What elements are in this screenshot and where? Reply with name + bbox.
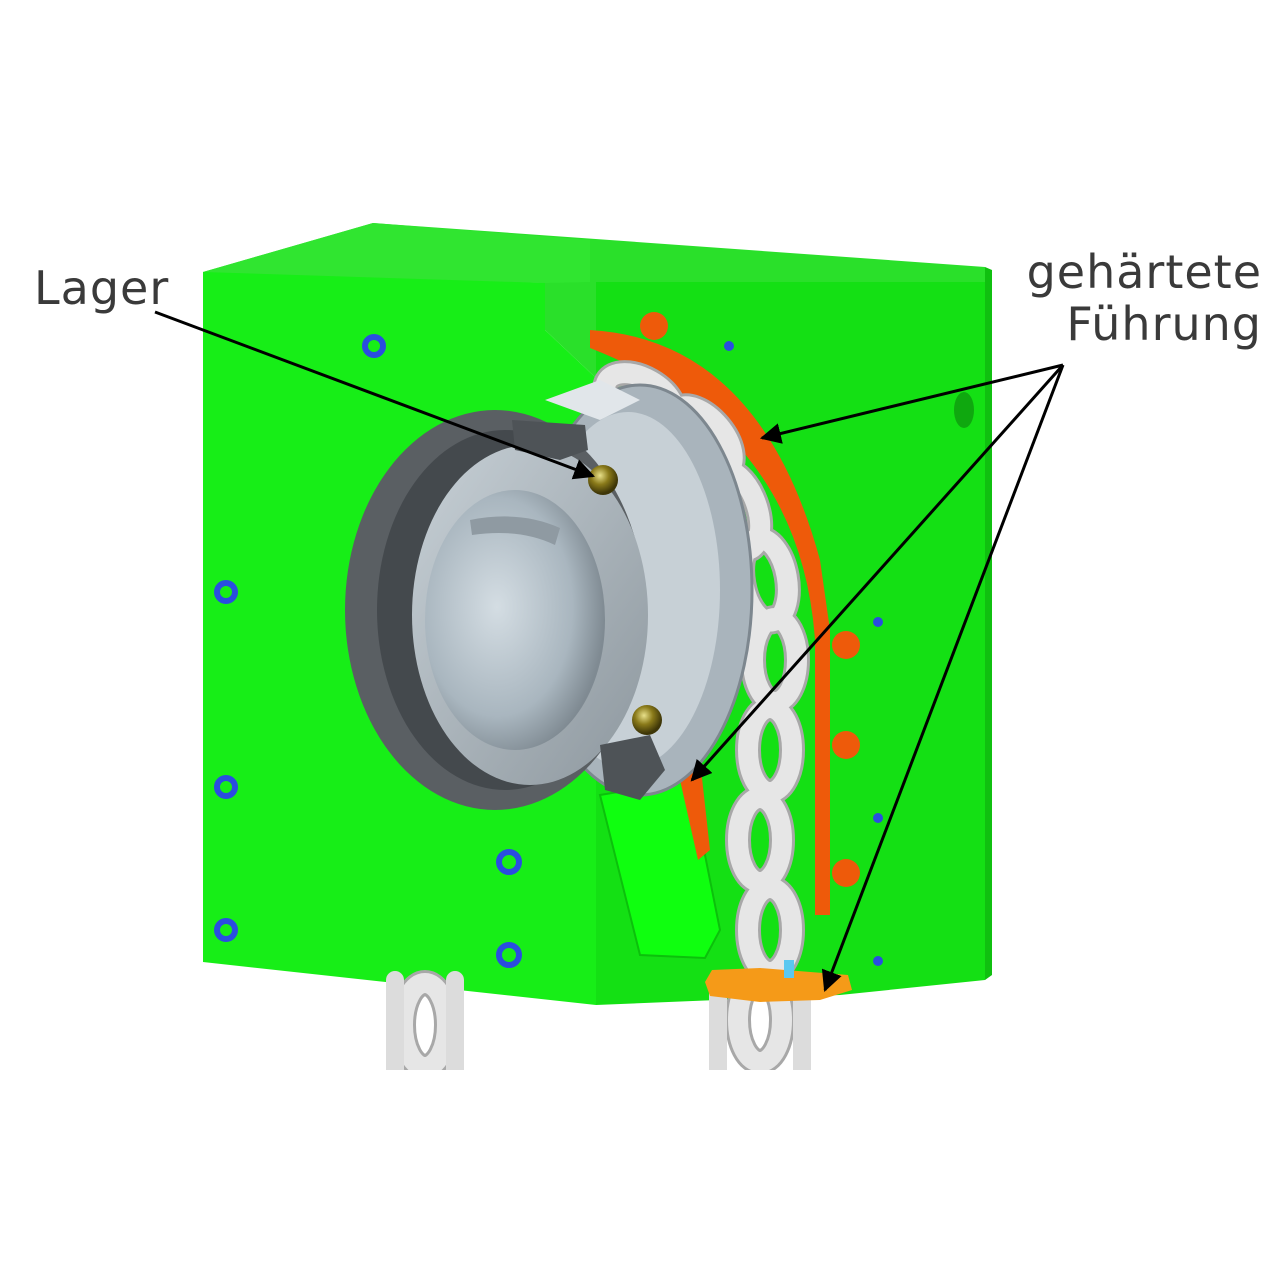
chain-cutoff <box>0 1070 1280 1280</box>
small-screws <box>724 341 883 966</box>
guide-label-line2: Führung <box>1066 297 1262 351</box>
housing-left-top-face <box>203 223 590 283</box>
guide-bottom-plate <box>705 960 852 1002</box>
side-hole <box>954 392 974 428</box>
screw-hole-icon <box>214 918 238 942</box>
guide-label-line1: gehärtete <box>1026 245 1262 299</box>
arrow-guide-bottom <box>821 364 1065 992</box>
clamp-bottom <box>600 735 665 800</box>
screw-hole-icon <box>362 334 386 358</box>
arrow-guide-top <box>759 363 1064 444</box>
screw-icon <box>873 813 883 823</box>
hardened-guide <box>590 312 860 915</box>
arrow-bearing <box>154 310 595 480</box>
bearing-label: Lager <box>34 261 170 315</box>
screw-icon <box>873 956 883 966</box>
bearing-ball-icon <box>632 705 662 735</box>
screw-hole-icon <box>214 580 238 604</box>
screw-hole-icon <box>496 849 522 875</box>
bearing-assembly <box>345 380 754 810</box>
arrows <box>154 310 1065 992</box>
clamp-top <box>512 420 588 460</box>
bore <box>425 490 605 750</box>
arrow-guide-middle <box>690 364 1065 782</box>
screw-hole-icon <box>214 775 238 799</box>
hardened-guide-label: gehärtete Führung <box>1027 246 1262 350</box>
screw-icon <box>873 617 883 627</box>
screw-icon <box>724 341 734 351</box>
screw-hole-icon <box>496 942 522 968</box>
bearing-ball-icon <box>588 465 618 495</box>
housing-right-side <box>985 267 992 980</box>
screw-holes <box>214 334 522 968</box>
